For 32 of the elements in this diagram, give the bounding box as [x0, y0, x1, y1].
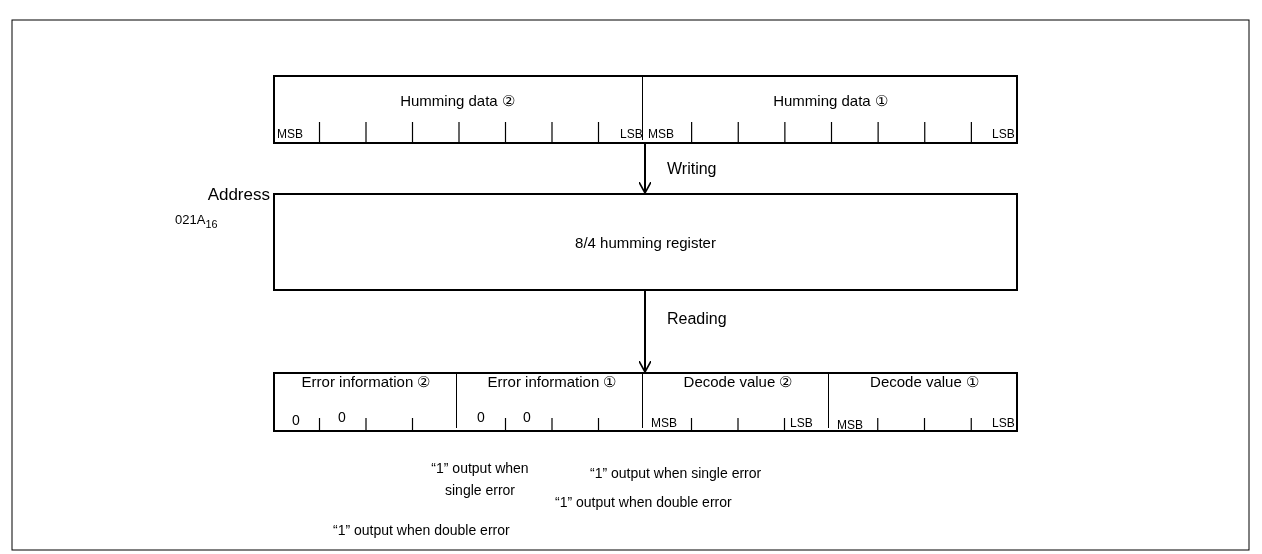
bit-value: 0 — [523, 410, 531, 424]
arrow — [638, 290, 652, 373]
field-title: Decode value ① — [869, 373, 980, 391]
bit-value: 0 — [477, 410, 485, 424]
note-text: “1” output when double error — [555, 493, 732, 512]
bit-label: LSB — [992, 416, 1015, 430]
field-title: Humming data ② — [399, 91, 516, 111]
edge-label: Reading — [665, 310, 729, 328]
note-text: “1” output when single error — [590, 464, 762, 483]
bit-label: LSB — [992, 127, 1015, 141]
bit-label: MSB — [648, 127, 674, 141]
address-label: Address — [207, 185, 270, 205]
bit-value: 0 — [292, 413, 300, 427]
register-box — [273, 193, 1018, 291]
bit-label: MSB — [651, 416, 677, 430]
address-value: 021A$_{16}$ — [175, 212, 218, 230]
field-title: Error information ② — [301, 373, 431, 391]
bit-label: MSB — [277, 127, 303, 141]
field-title: Humming data ① — [772, 91, 889, 111]
arrow — [638, 143, 652, 194]
field-title: Error information ① — [487, 373, 617, 391]
note-text: “1” output when single error — [430, 459, 530, 500]
note-text: “1” output when double error — [333, 521, 510, 540]
bit-label: MSB — [837, 418, 863, 432]
register-box — [273, 372, 1018, 432]
edge-label: Writing — [665, 160, 719, 178]
bit-label: LSB — [620, 127, 643, 141]
bit-value: 0 — [338, 410, 346, 424]
bit-label: LSB — [790, 416, 813, 430]
register-box — [273, 75, 1018, 144]
field-title: Decode value ② — [683, 373, 793, 391]
field-title: 8/4 humming register — [574, 233, 717, 253]
